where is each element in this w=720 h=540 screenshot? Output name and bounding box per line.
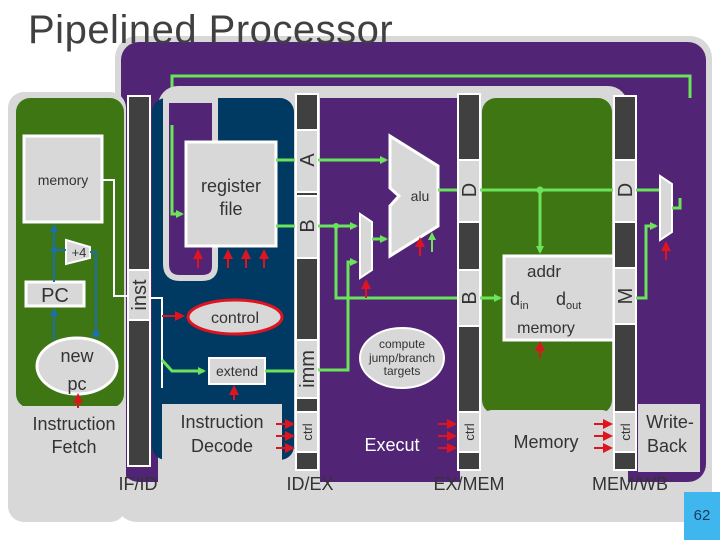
pc-junction bbox=[51, 247, 57, 253]
compute-targets-label-2: jump/branch bbox=[368, 351, 435, 365]
exmem-d-label: D bbox=[459, 183, 481, 197]
idex-ctrl-label: ctrl bbox=[300, 423, 315, 440]
new-pc-label-2: pc bbox=[67, 374, 86, 394]
writeback-purple-strip bbox=[638, 98, 700, 404]
decode-stage-label-1: Instruction bbox=[180, 412, 263, 432]
control-unit bbox=[186, 298, 284, 336]
plus4-out-dot bbox=[92, 330, 100, 338]
memwb-m-field bbox=[613, 267, 637, 325]
register-file-label-1: register bbox=[201, 176, 261, 196]
alu bbox=[388, 133, 440, 259]
memwb-m-to-wbmux bbox=[636, 222, 658, 300]
instruction-memory bbox=[22, 134, 104, 224]
exmem-ctrl-label: ctrl bbox=[462, 423, 477, 440]
din-sub: in bbox=[520, 300, 529, 312]
addr-label: addr bbox=[527, 262, 561, 281]
data-memory-label: memory bbox=[517, 320, 575, 337]
compute-targets-label-1: compute bbox=[379, 337, 425, 351]
memwb-ctrl-label: ctrl bbox=[618, 423, 633, 440]
ifid-inst-label: inst bbox=[129, 279, 151, 311]
idex-b-label: B bbox=[297, 219, 319, 232]
extend-label: extend bbox=[216, 363, 258, 379]
exmem-b-label: B bbox=[459, 291, 481, 304]
memory-label-area bbox=[482, 410, 612, 476]
control-label: control bbox=[211, 310, 259, 327]
register-file-label-2: file bbox=[219, 199, 242, 219]
alu-b-mux bbox=[359, 212, 373, 280]
execute-stage-label: Execut bbox=[364, 435, 419, 455]
slide-title: Pipelined Processor bbox=[28, 8, 394, 52]
ifid-inst-field bbox=[127, 269, 151, 321]
writeback-label-area bbox=[638, 404, 700, 472]
compute-targets-label-3: targets bbox=[384, 364, 421, 378]
fetch-stage-label-1: Instruction bbox=[32, 414, 115, 434]
writeback-stage-label-2: Back bbox=[647, 436, 688, 456]
alu-label: alu bbox=[411, 188, 430, 204]
exmem-ctrl-field bbox=[457, 411, 481, 453]
memwb-m-label: M bbox=[615, 288, 637, 305]
din-main: d bbox=[510, 289, 520, 309]
data-memory bbox=[502, 254, 616, 342]
idex-ctrl-field bbox=[295, 411, 319, 453]
plus4-adder bbox=[65, 238, 91, 266]
memwb-d-label: D bbox=[615, 183, 637, 197]
dout-main: d bbox=[556, 289, 566, 309]
inst-bus bbox=[150, 297, 163, 388]
idex-a-label: A bbox=[297, 153, 319, 167]
writeback-mux bbox=[659, 174, 673, 242]
fetch-label-area bbox=[16, 406, 124, 482]
fetch-stage-label-2: Fetch bbox=[51, 437, 96, 457]
memory-stage-label: Memory bbox=[513, 432, 578, 452]
plus4-label: +4 bbox=[72, 245, 87, 260]
writeback-to-regfile-wire bbox=[170, 125, 184, 218]
imem-to-ifid-wire bbox=[102, 179, 128, 297]
exmem-register-name: EX/MEM bbox=[433, 474, 504, 494]
idex-imm-label: imm bbox=[297, 350, 319, 388]
decode-label-area bbox=[162, 404, 282, 464]
dout-label: dout bbox=[556, 289, 581, 312]
ifid-register-name: IF/ID bbox=[119, 474, 158, 494]
memwb-ctrl-field bbox=[613, 411, 637, 453]
plus4-to-newpc-wire bbox=[90, 251, 97, 334]
register-file bbox=[184, 140, 278, 248]
wbmux-out bbox=[672, 198, 682, 210]
idex-register-name: ID/EX bbox=[286, 474, 333, 494]
compute-targets-unit bbox=[359, 327, 445, 389]
instruction-memory-label: memory bbox=[38, 172, 89, 188]
memwb-register-name: MEM/WB bbox=[592, 474, 668, 494]
pc-label: PC bbox=[41, 285, 69, 307]
writeback-stage-label-1: Write- bbox=[646, 412, 694, 432]
decode-stage-label-2: Decode bbox=[191, 436, 253, 456]
din-label: din bbox=[510, 289, 529, 312]
b-to-exmem bbox=[334, 226, 458, 300]
imm-to-mux bbox=[318, 258, 358, 372]
inst-to-extend bbox=[160, 358, 206, 375]
dout-sub: out bbox=[566, 300, 581, 312]
new-pc-label-1: new bbox=[60, 346, 94, 366]
slide-number: 62 bbox=[684, 492, 720, 540]
